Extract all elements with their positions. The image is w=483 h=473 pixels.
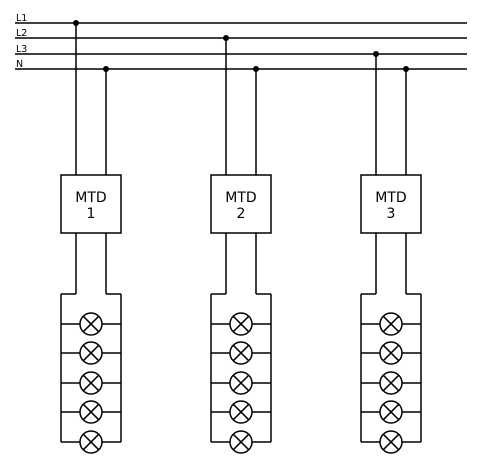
mtd-number: 1 xyxy=(87,206,96,222)
junction-dot-icon xyxy=(403,66,409,72)
lamp-icon xyxy=(211,371,271,395)
bus-lines xyxy=(15,22,467,70)
lamp-icon xyxy=(61,371,121,395)
junction-dot-icon xyxy=(253,66,259,72)
mtd-label: MTD xyxy=(225,190,256,206)
lamp-ladder xyxy=(361,312,421,454)
lamp-icon xyxy=(61,430,121,454)
bus-label-l3: L3 xyxy=(16,44,27,55)
lamp-icon xyxy=(361,400,421,424)
junction-dot-icon xyxy=(73,20,79,26)
junction-dot-icon xyxy=(373,51,379,57)
lamp-ladder xyxy=(61,312,121,454)
mtd-number: 2 xyxy=(237,206,246,222)
lamp-icon xyxy=(361,371,421,395)
junction-dot-icon xyxy=(223,35,229,41)
lamp-icon xyxy=(211,341,271,365)
lamp-icon xyxy=(61,400,121,424)
lamp-icon xyxy=(61,312,121,336)
lamp-icon xyxy=(211,430,271,454)
mtd-box xyxy=(60,174,122,234)
lamp-icon xyxy=(211,400,271,424)
mtd-box xyxy=(210,174,272,234)
lamp-icon xyxy=(211,312,271,336)
lamp-icon xyxy=(361,341,421,365)
mtd-number: 3 xyxy=(387,206,396,222)
mtd-box xyxy=(360,174,422,234)
device-group-3: MTD 3 xyxy=(360,51,422,454)
lamp-ladder xyxy=(211,312,271,454)
lamp-icon xyxy=(361,430,421,454)
junction-dot-icon xyxy=(103,66,109,72)
bus-label-n: N xyxy=(16,59,23,70)
device-group-2: MTD 2 xyxy=(210,35,272,454)
device-group-1: MTD 1 xyxy=(60,20,122,454)
bus-label-l1: L1 xyxy=(16,13,27,24)
lamp-icon xyxy=(61,341,121,365)
bus-label-l2: L2 xyxy=(16,28,27,39)
lamp-icon xyxy=(361,312,421,336)
bus-labels: L1 L2 L3 N xyxy=(16,13,27,70)
mtd-label: MTD xyxy=(75,190,106,206)
mtd-label: MTD xyxy=(375,190,406,206)
